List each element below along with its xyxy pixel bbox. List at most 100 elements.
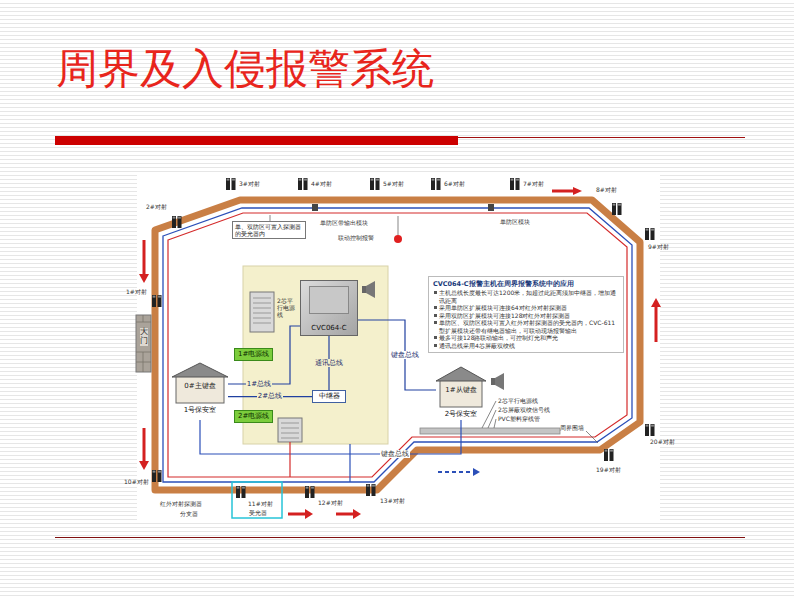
power-supply-vents bbox=[253, 298, 271, 323]
bus-line bbox=[358, 320, 436, 390]
speaker bbox=[366, 281, 375, 298]
cabinet-front bbox=[309, 286, 349, 314]
description-box: CVC064-C报警主机在周界报警系统中的应用主机总线长度最长可达1200米，如… bbox=[428, 276, 624, 353]
pvc-pipe bbox=[420, 428, 560, 434]
direction-arrow bbox=[143, 428, 146, 462]
ir-detector bbox=[645, 228, 655, 240]
callout-text: 单、双防区可置入探测器的受光器内 bbox=[235, 223, 303, 237]
annotation-label: 3#对射 bbox=[239, 180, 260, 187]
annotation-label: 4#对射 bbox=[311, 180, 332, 187]
guard-room-roof bbox=[172, 363, 228, 377]
bus-label: 键盘总线 bbox=[390, 351, 420, 359]
annotation-label: 7#对射 bbox=[523, 180, 544, 187]
alarm-light bbox=[394, 235, 402, 243]
keyboard-bus-wire bbox=[200, 420, 461, 454]
ir-detector bbox=[510, 178, 520, 190]
annotation-label: 11#对射 bbox=[248, 500, 273, 507]
annotation-label: 19#对射 bbox=[596, 466, 621, 473]
ir-detector bbox=[305, 486, 315, 498]
diagram-ground bbox=[137, 172, 660, 522]
annotation-label: 键盘总线 bbox=[380, 450, 410, 458]
annotation-label: 2#对射 bbox=[146, 203, 167, 210]
speaker bbox=[495, 373, 504, 390]
guard-room: 1#从键盘 2号保安室 bbox=[436, 366, 486, 419]
title-rule bbox=[458, 137, 745, 138]
power-supply bbox=[278, 418, 302, 442]
bus-connector bbox=[228, 326, 300, 384]
room-label: 1号保安室 bbox=[172, 406, 228, 414]
ir-detector bbox=[152, 295, 162, 307]
host-model: CVC064-C bbox=[311, 324, 346, 332]
annotation-label: 8#对射 bbox=[596, 186, 617, 193]
room-label: 2号保安室 bbox=[436, 410, 486, 418]
gate-stone-lines bbox=[136, 315, 151, 372]
description-bullet: 主机总线长度最长可达1200米，如超过此距离须加中继器，增加通讯距离 bbox=[433, 289, 619, 304]
alarm-host: CVC064-C bbox=[300, 280, 358, 336]
annotation-label: 10#对射 bbox=[124, 478, 149, 485]
description-bullet: 最多可接128路联动输出，可控制灯光和声光 bbox=[433, 334, 619, 342]
ir-detector bbox=[604, 449, 614, 461]
power-supply bbox=[250, 292, 274, 332]
dashed-arrow bbox=[438, 471, 473, 473]
ir-detector bbox=[370, 178, 380, 190]
annotation-label: 13#对射 bbox=[380, 497, 405, 504]
direction-arrow bbox=[143, 240, 146, 275]
signal-cable bbox=[163, 208, 632, 482]
annotation-label: 1#对射 bbox=[126, 288, 147, 295]
ir-detector bbox=[645, 424, 655, 436]
annotation-label: 分支器 bbox=[180, 510, 198, 517]
annotation-label: 20#对射 bbox=[650, 438, 675, 445]
power-cable bbox=[168, 213, 627, 477]
keyboard-label: 0#主键盘 bbox=[172, 382, 228, 390]
power-supply-vents bbox=[281, 423, 299, 438]
description-bullet: 通讯总线采用4芯屏蔽双绞线 bbox=[433, 342, 619, 350]
dashed-arrow-head bbox=[473, 468, 480, 476]
annotation-label: 2芯平行电源线 bbox=[277, 297, 297, 319]
ir-detector bbox=[612, 203, 622, 215]
annotation-label: 周界围墙 bbox=[560, 424, 584, 431]
power-line-text: 1#电源线 bbox=[238, 350, 269, 359]
description-bullet: 采用双防区扩展模块可连接128对红外对射探测器 bbox=[433, 312, 619, 320]
annotation-label: 受光器 bbox=[249, 509, 267, 516]
direction-arrow-head bbox=[139, 461, 149, 470]
bus-connector bbox=[358, 320, 436, 390]
field-wire bbox=[289, 442, 290, 477]
power-line-text: 2#电源线 bbox=[238, 412, 269, 421]
description-title: CVC064-C报警主机在周界报警系统中的应用 bbox=[433, 280, 619, 288]
keyboard-label: 1#从键盘 bbox=[436, 386, 486, 394]
ir-detector bbox=[431, 178, 441, 190]
annotation-label: 12#对射 bbox=[318, 499, 343, 506]
slide-title: 周界及入侵报警系统 bbox=[56, 44, 434, 94]
callout-box: 单、双防区可置入探测器的受光器内 bbox=[232, 221, 306, 239]
ir-detector bbox=[366, 484, 376, 496]
zone-module bbox=[312, 204, 318, 211]
zone-module bbox=[488, 204, 494, 211]
ir-detector bbox=[172, 216, 182, 228]
bus-label: 1#总线 bbox=[246, 380, 272, 388]
annotation-label: PVC塑料穿线管 bbox=[498, 415, 540, 422]
annotation-label: 5#对射 bbox=[383, 180, 404, 187]
annotation-label: 联动控制报警 bbox=[338, 234, 374, 241]
direction-arrow bbox=[552, 190, 574, 193]
repeater-text: 中继器 bbox=[313, 392, 345, 401]
power-line-tag: 1#电源线 bbox=[234, 348, 273, 361]
repeater-box: 中继器 bbox=[312, 390, 346, 403]
ir-detector bbox=[226, 178, 236, 190]
direction-arrow-head bbox=[353, 509, 361, 519]
title-bar bbox=[55, 136, 458, 145]
annotation-label: 单防区带输出模块 bbox=[320, 219, 368, 226]
annotation-label: 2芯屏蔽双绞信号线 bbox=[498, 406, 550, 413]
guard-room: 0#主键盘 1号保安室 bbox=[172, 362, 228, 415]
field-wire bbox=[349, 444, 350, 482]
perimeter-fence bbox=[155, 200, 640, 490]
footer-rule bbox=[55, 537, 745, 538]
speaker bbox=[491, 378, 495, 385]
speaker bbox=[362, 286, 366, 293]
annotation-label: 大门 bbox=[140, 328, 148, 346]
highlight-box bbox=[232, 482, 282, 518]
annotation-label: 2芯平行电源线 bbox=[498, 397, 538, 404]
gate-pillar bbox=[136, 315, 151, 372]
direction-arrow bbox=[336, 513, 354, 516]
bus-label: 通讯总线 bbox=[314, 359, 344, 367]
